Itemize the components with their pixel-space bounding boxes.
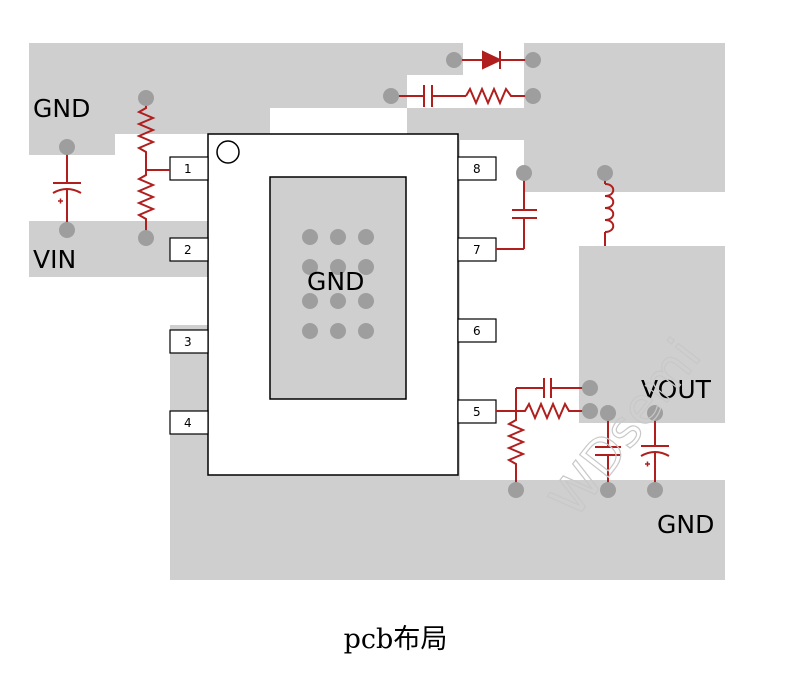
pin-numbers: 1 2 3 4 5 6 7 8 bbox=[184, 162, 481, 430]
snubber-rc bbox=[391, 85, 533, 107]
pin-6 bbox=[457, 318, 497, 343]
input-capacitor bbox=[52, 147, 82, 230]
net-labels: GND VIN GND VOUT GND bbox=[33, 94, 714, 539]
pin-number: 7 bbox=[473, 243, 481, 257]
ic-pins bbox=[169, 156, 497, 435]
pin-3 bbox=[169, 329, 209, 354]
vout-pour bbox=[579, 246, 725, 423]
gnd-label-center: GND bbox=[307, 267, 364, 296]
pin1-marker bbox=[216, 140, 240, 164]
exposed-pad bbox=[269, 176, 407, 400]
feedback-network bbox=[496, 378, 590, 490]
pin-number: 8 bbox=[473, 162, 481, 176]
gnd-label-top-left: GND bbox=[33, 94, 90, 123]
thermal-vias bbox=[302, 229, 374, 339]
en-divider-resistors bbox=[136, 98, 170, 238]
pin-number: 2 bbox=[184, 243, 192, 257]
pads bbox=[59, 52, 663, 498]
vin-label: VIN bbox=[33, 245, 76, 274]
gnd-top-left-pour bbox=[29, 43, 463, 195]
pin-number: 5 bbox=[473, 405, 481, 419]
pin-4 bbox=[169, 410, 209, 435]
diode bbox=[454, 50, 533, 70]
pin-number: 4 bbox=[184, 416, 192, 430]
pin-8 bbox=[457, 156, 497, 181]
vout-label: VOUT bbox=[641, 375, 712, 404]
gnd-bottom-pour bbox=[170, 325, 725, 580]
diagram-caption: pcb布局 bbox=[343, 624, 448, 655]
pin-number: 3 bbox=[184, 335, 192, 349]
pin-1 bbox=[169, 156, 209, 181]
pin-number: 6 bbox=[473, 324, 481, 338]
gnd-label-bottom-right: GND bbox=[657, 510, 714, 539]
pin-2 bbox=[169, 237, 209, 262]
gnd-top-right-pour bbox=[460, 43, 725, 192]
pin-number: 1 bbox=[184, 162, 192, 176]
